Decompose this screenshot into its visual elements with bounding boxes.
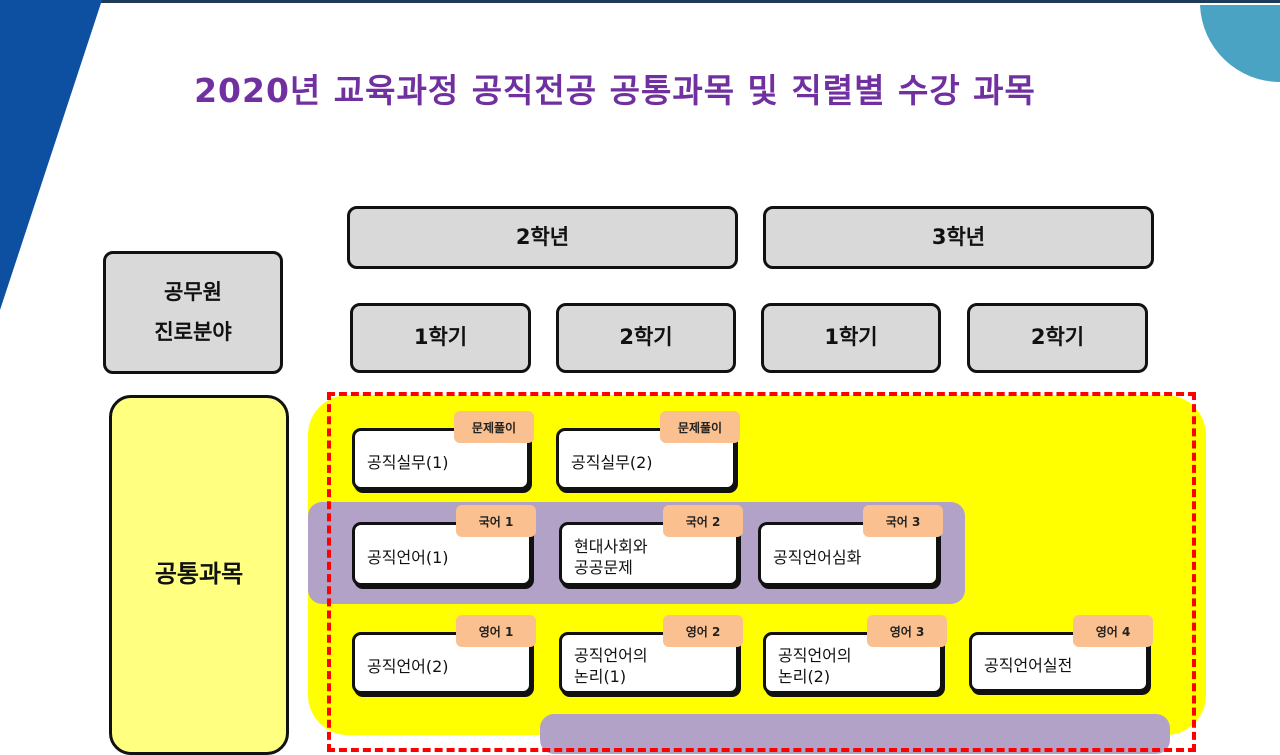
career-line1: 공무원 [164, 279, 222, 304]
course-name: 공직언어의 논리(2) [778, 646, 852, 686]
semester-2-2: 2학기 [556, 303, 736, 373]
blue-corner-shape [0, 0, 102, 310]
course-name: 공직실무(1) [367, 452, 449, 472]
page-title: 2020년 교육과정 공직전공 공통과목 및 직렬별 수강 과목 [194, 71, 1036, 110]
semester-3-1: 1학기 [761, 303, 941, 373]
course-tag: 영어 4 [1073, 615, 1153, 647]
course-name: 공직언어(2) [367, 656, 449, 676]
career-line2: 진로분야 [154, 319, 232, 344]
semester-2-1: 1학기 [350, 303, 531, 373]
course-name: 현대사회와 공공문제 [574, 537, 648, 577]
course-tag: 영어 1 [456, 615, 536, 647]
course-tag: 영어 2 [663, 615, 743, 647]
course-box: 공직언어의 논리(1) [559, 632, 739, 694]
year-2: 2학년 [347, 206, 738, 269]
course-tag: 영어 3 [867, 615, 947, 647]
career-field-header: 공무원 진로분야 [103, 251, 283, 374]
course-tag: 국어 3 [863, 505, 943, 537]
course-name: 공직언어실전 [984, 655, 1073, 675]
year-3: 3학년 [763, 206, 1154, 269]
course-box: 공직언어의 논리(2) [763, 632, 943, 694]
course-name: 공직언어(1) [367, 547, 449, 567]
course-name: 공직언어심화 [773, 547, 862, 567]
common-subjects-label: 공통과목 [109, 395, 289, 755]
course-name: 공직실무(2) [571, 452, 653, 472]
course-tag: 문제풀이 [660, 411, 740, 443]
course-tag: 국어 1 [456, 505, 536, 537]
teal-corner-shape [1200, 5, 1280, 83]
course-tag: 문제풀이 [454, 411, 534, 443]
slide-decoration [0, 0, 1280, 310]
course-tag: 국어 2 [663, 505, 743, 537]
course-name: 공직언어의 논리(1) [574, 646, 648, 686]
course-box: 공직언어(2) [352, 632, 532, 694]
semester-3-2: 2학기 [967, 303, 1148, 373]
